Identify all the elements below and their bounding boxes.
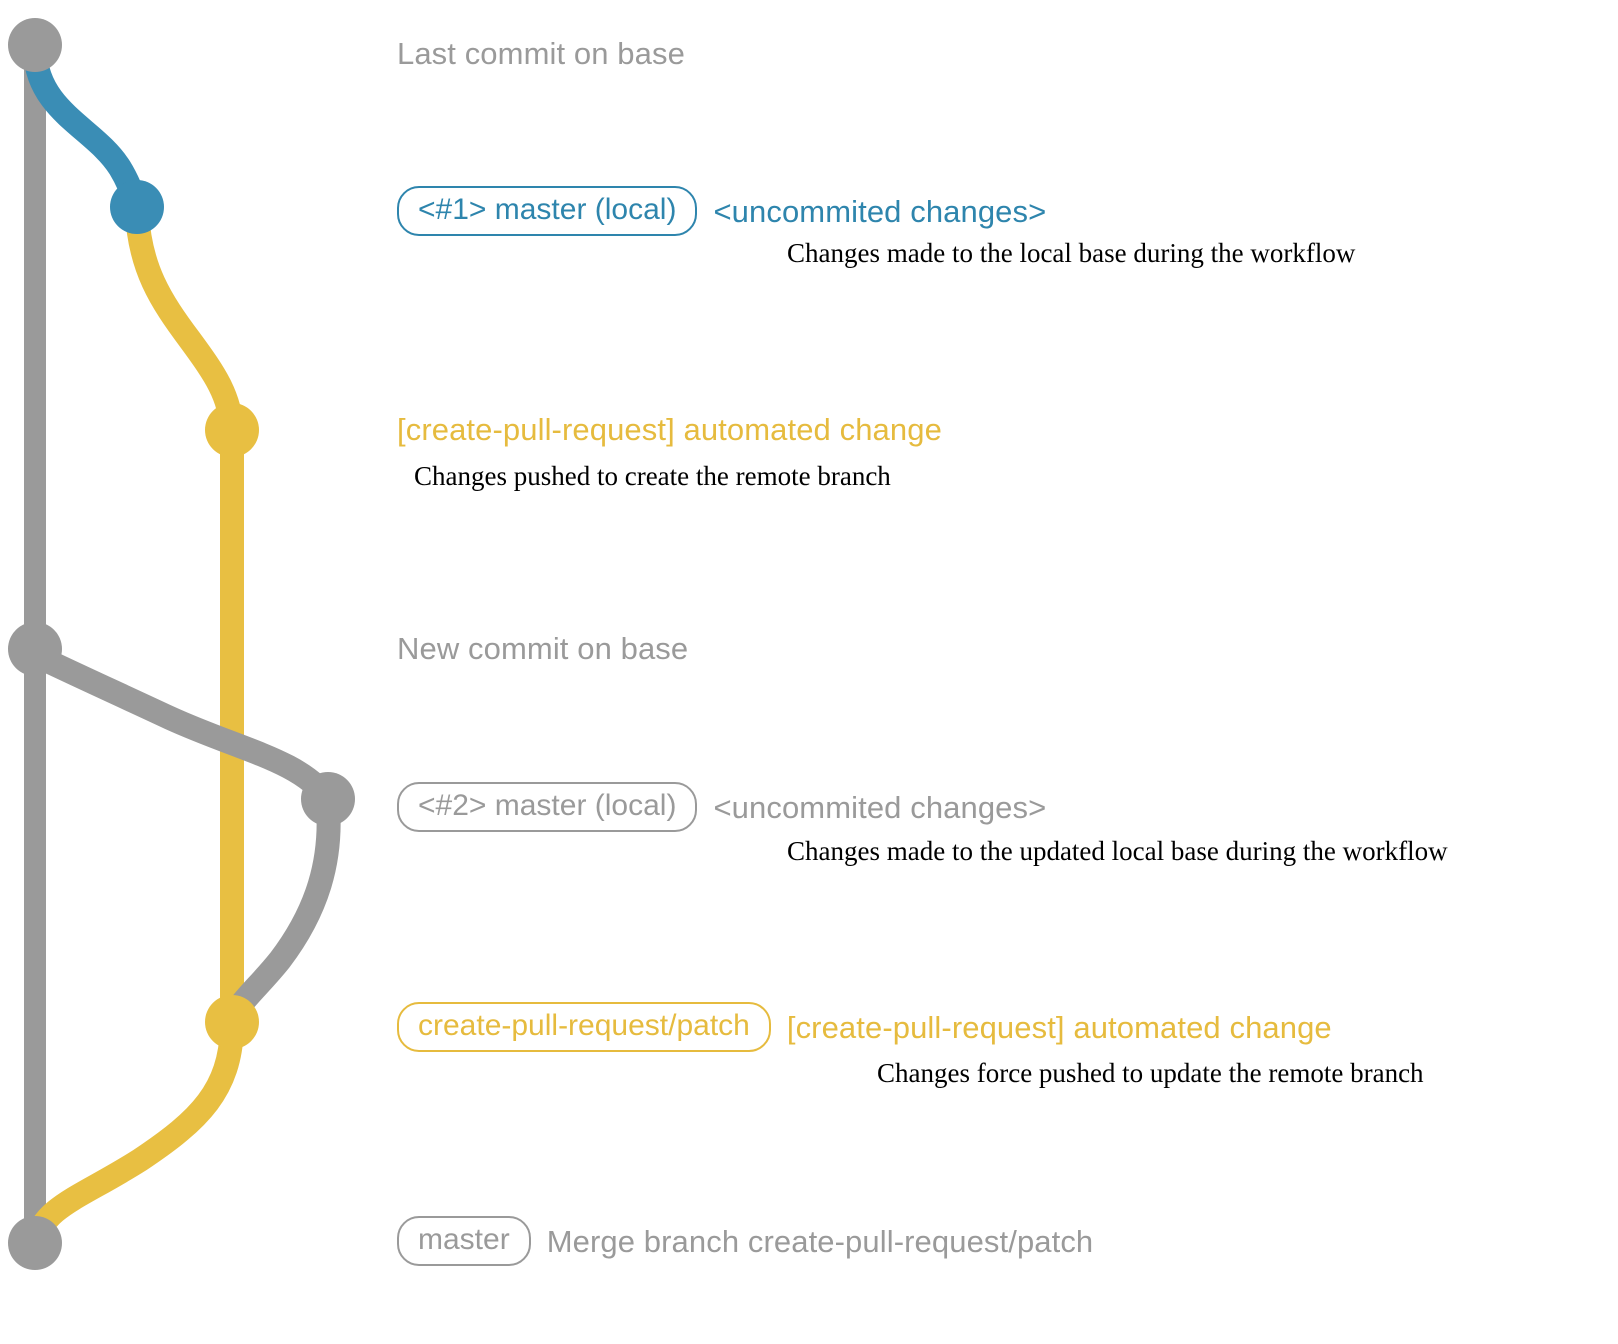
node-master-local-2[interactable]	[301, 772, 355, 826]
entry-automated-change-2: create-pull-request/patch [create-pull-r…	[397, 1002, 1332, 1052]
branch-badge-master-local-2[interactable]: <#2> master (local)	[397, 782, 698, 832]
node-create-pull-request-patch[interactable]	[205, 995, 259, 1049]
edge-base-2-to-local-2	[23, 643, 340, 811]
branch-badge-master-local-1[interactable]: <#1> master (local)	[397, 186, 698, 236]
entry-headline: <uncommited changes>	[713, 789, 1047, 825]
edge-local-2-to-patch-2	[220, 793, 341, 1034]
entry-headline: Merge branch create-pull-request/patch	[546, 1223, 1094, 1259]
node-merge-commit[interactable]	[8, 1216, 62, 1270]
node-automated-change-1[interactable]	[205, 403, 259, 457]
entry-headline: <uncommited changes>	[713, 193, 1047, 229]
branch-badge-master[interactable]: master	[397, 1216, 531, 1266]
entry-subtext-master-local-2: Changes made to the updated local base d…	[787, 836, 1448, 866]
edge-local-1-to-patch-1	[125, 201, 244, 442]
entry-headline: New commit on base	[397, 631, 689, 666]
entry-master-local-1: <#1> master (local) <uncommited changes>	[397, 186, 1046, 236]
entry-master-local-2: <#2> master (local) <uncommited changes>	[397, 782, 1046, 832]
commit-graph	[8, 18, 355, 1270]
entry-headline: [create-pull-request] automated change	[397, 412, 942, 447]
entry-headline: [create-pull-request] automated change	[786, 1009, 1332, 1045]
entry-last-commit-on-base: Last commit on base	[397, 38, 685, 69]
entry-automated-change-1: [create-pull-request] automated change	[397, 414, 942, 445]
branch-badge-create-pull-request-patch[interactable]: create-pull-request/patch	[397, 1002, 771, 1052]
entry-subtext-automated-change-2: Changes force pushed to update the remot…	[877, 1058, 1424, 1088]
edge-patch-2-to-merge	[23, 1016, 244, 1255]
entry-headline: Last commit on base	[397, 36, 685, 71]
node-new-commit-on-base[interactable]	[8, 622, 62, 676]
entry-new-commit-on-base: New commit on base	[397, 633, 688, 664]
node-last-commit-on-base[interactable]	[8, 18, 62, 72]
entry-merge-commit: master Merge branch create-pull-request/…	[397, 1216, 1093, 1266]
node-master-local-1[interactable]	[110, 180, 164, 234]
entry-subtext-automated-change-1: Changes pushed to create the remote bran…	[414, 461, 891, 491]
edge-base-to-local-1	[23, 40, 149, 219]
entry-subtext-master-local-1: Changes made to the local base during th…	[787, 238, 1356, 268]
